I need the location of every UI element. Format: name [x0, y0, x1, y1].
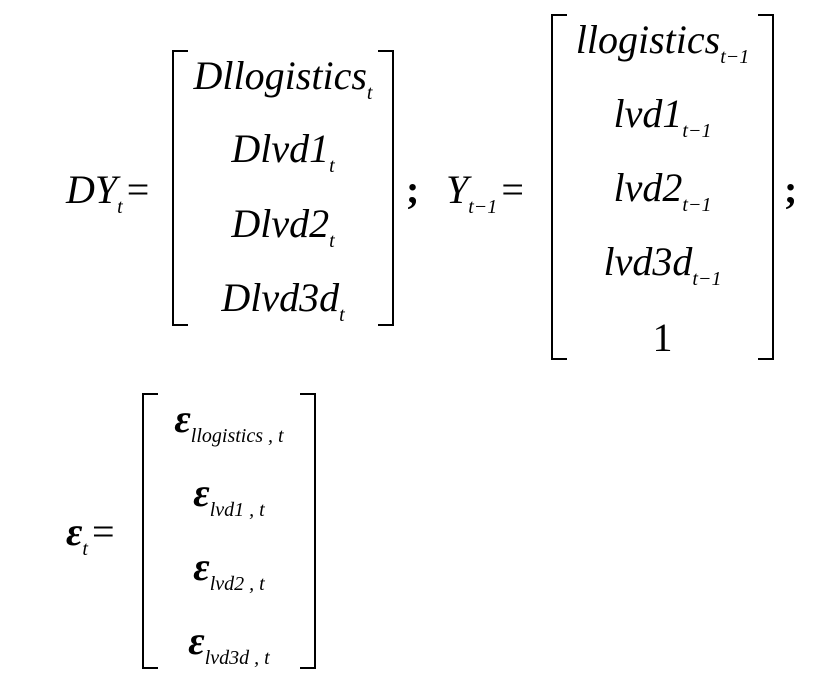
eq1-right-bracket: [378, 50, 394, 326]
eq2-row-3: lvd2t−1: [613, 165, 712, 216]
eq2-lhs: Yt−1=: [446, 166, 524, 217]
eq2-equals-sign: =: [501, 167, 524, 212]
eq1-lhs-subscript: t: [117, 196, 123, 218]
eq3-lhs-symbol: ε: [66, 509, 83, 554]
eq1-equals-sign: =: [126, 167, 150, 212]
eq3-lhs: εt=: [66, 508, 115, 559]
eq3-row-4: εlvd3d , t: [188, 618, 270, 669]
eq3-left-bracket: [142, 393, 158, 669]
eq2-row-5: 1: [652, 315, 673, 360]
eq3-equals-sign: =: [91, 509, 115, 554]
eq2-row-2: lvd1t−1: [613, 91, 712, 142]
eq2-row-4: lvd3dt−1: [603, 239, 722, 290]
eq3-row-3: εlvd2 , t: [193, 544, 265, 595]
eq1-row-4: Dlvd3dt: [221, 275, 345, 326]
eq2-lhs-subscript: t−1: [468, 196, 498, 218]
eq1-lhs: DYt=: [66, 166, 150, 217]
eq3-right-bracket: [300, 393, 316, 669]
eq3-matrix: εllogistics , t εlvd1 , t εlvd2 , t εlvd…: [142, 393, 316, 669]
eq2-separator: ;: [784, 167, 798, 212]
eq1-matrix: Dllogisticst Dlvd1t Dlvd2t Dlvd3dt: [172, 50, 394, 326]
eq1-lhs-symbol: DY: [66, 167, 118, 212]
eq3-row-2: εlvd1 , t: [193, 470, 265, 521]
eq1-left-bracket: [172, 50, 188, 326]
eq3-row-1: εllogistics , t: [174, 396, 284, 447]
eq2-row-1: llogisticst−1: [575, 17, 750, 68]
eq2-lhs-symbol: Y: [446, 167, 469, 212]
eq2-left-bracket: [551, 14, 567, 360]
eq1-separator: ;: [406, 167, 420, 212]
eq3-lhs-subscript: t: [82, 538, 88, 560]
eq2-right-bracket: [758, 14, 774, 360]
eq2-matrix: llogisticst−1 lvd1t−1 lvd2t−1 lvd3dt−1 1: [551, 14, 774, 360]
eq1-row-1: Dllogisticst: [193, 53, 373, 104]
eq1-row-3: Dlvd2t: [231, 201, 335, 252]
eq1-row-2: Dlvd1t: [231, 126, 335, 177]
